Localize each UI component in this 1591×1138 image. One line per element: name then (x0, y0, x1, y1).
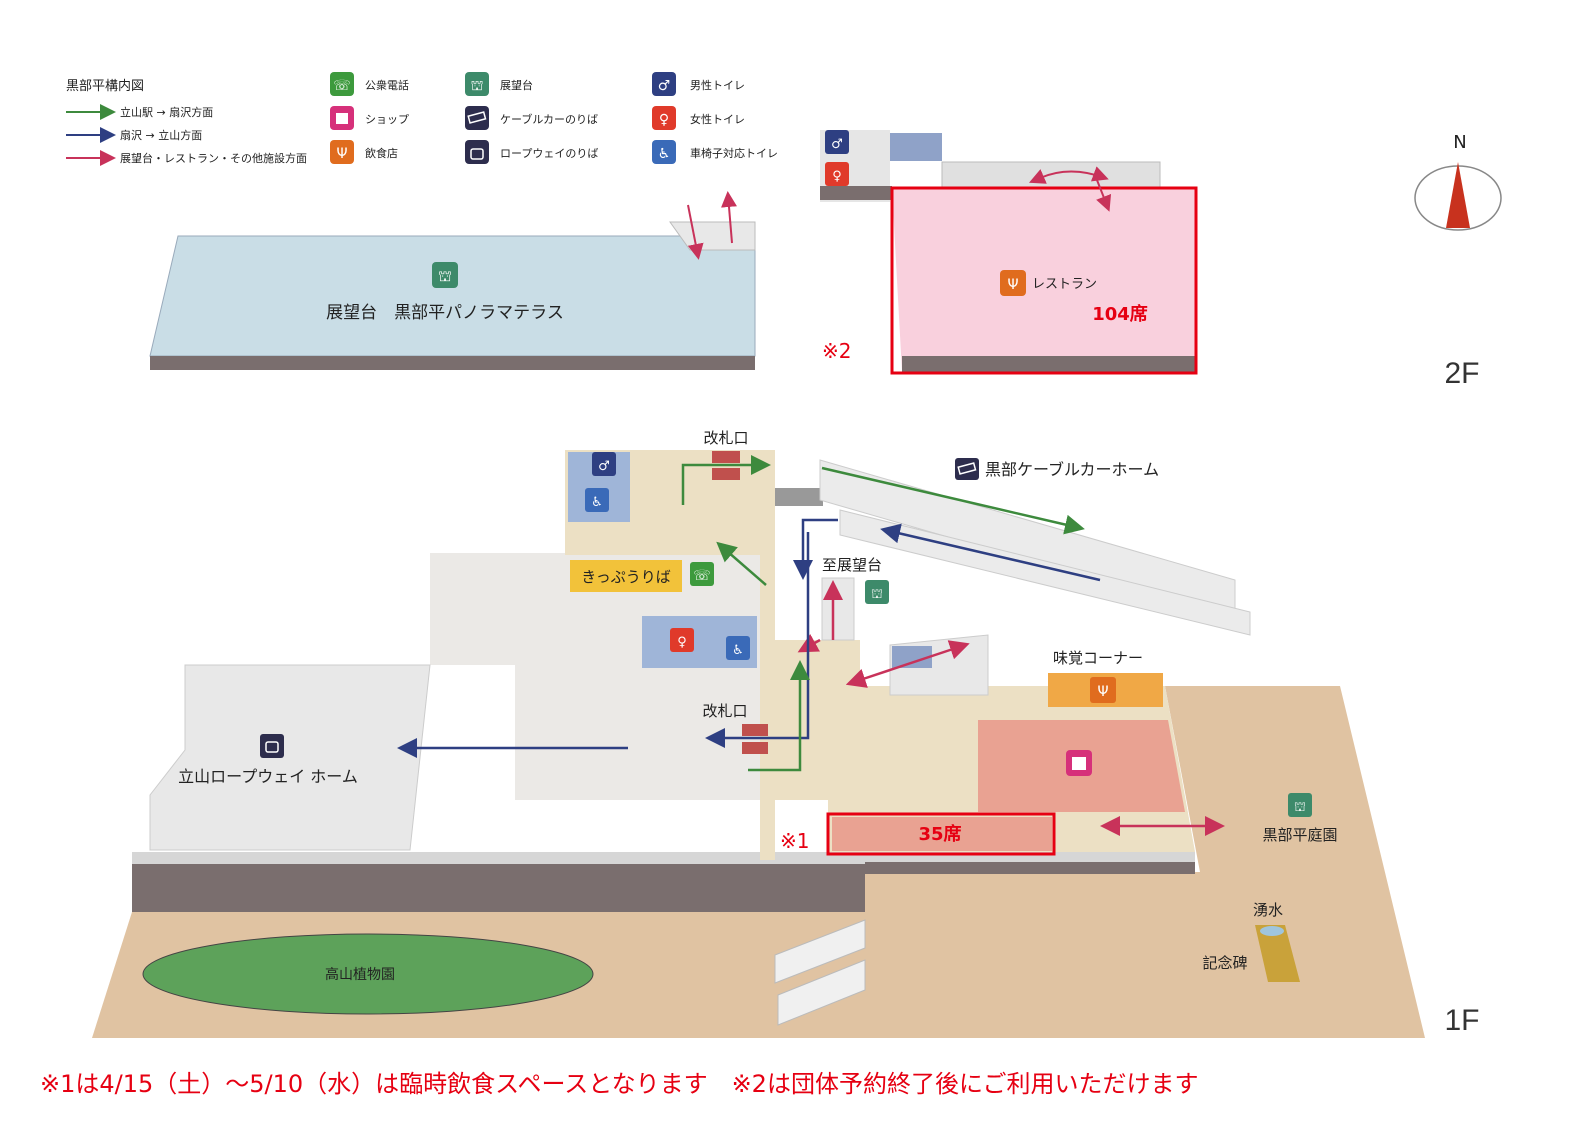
svg-text:⛫: ⛫ (1294, 800, 1306, 815)
legend-ropeway: ロープウェイのりば (500, 147, 598, 160)
ropeway-icon (260, 734, 284, 758)
female-toilet-icon (652, 106, 676, 130)
wheelchair-icon (652, 140, 676, 164)
cable-home-label: 黒部ケーブルカーホーム (985, 460, 1159, 479)
svg-text:♂: ♂ (598, 459, 610, 474)
botanical-label: 高山植物園 (325, 966, 395, 983)
observatory-icon (432, 262, 458, 288)
floor-2: ⛫ 展望台 黒部平パノラマテラス ♂ ♀ Ψ レストラン 104席 ※2 2F (149, 130, 1480, 390)
phone-icon (330, 72, 354, 96)
garden-label: 黒部平庭園 (1262, 826, 1337, 844)
svg-text:Ψ: Ψ (1007, 277, 1018, 293)
female-toilet-icon (825, 162, 849, 186)
svg-text:Ψ: Ψ (1097, 684, 1108, 700)
note-mark-2: ※2 (822, 339, 851, 363)
taste-corner-label: 味覚コーナー (1053, 649, 1143, 667)
ropeway-home-label: 立山ロープウェイ ホーム (178, 767, 358, 786)
male-toilet-icon (592, 452, 616, 476)
gate-top-label: 改札口 (703, 429, 748, 447)
male-toilet-icon (825, 130, 849, 154)
legend-phone: 公衆電話 (365, 78, 409, 92)
terrace-label: 展望台 黒部平パノラマテラス (326, 303, 564, 323)
svg-text:♿: ♿ (591, 495, 603, 510)
restaurant-label: レストラン (1032, 277, 1097, 292)
ropeway-icon (465, 140, 489, 164)
svg-text:⛫: ⛫ (871, 587, 883, 602)
svg-text:♿: ♿ (732, 643, 744, 658)
to-observatory-label: 至展望台 (822, 556, 882, 574)
legend: 黒部平構内図 立山駅 → 扇沢方面 扇沢 → 立山方面 展望台・レストラン・その… (66, 72, 778, 166)
legend-restaurant: 飲食店 (365, 146, 398, 160)
observatory-icon (1288, 793, 1312, 817)
legend-observatory: 展望台 (500, 78, 533, 92)
restaurant-2f (892, 188, 1195, 372)
svg-text:N: N (1453, 132, 1466, 153)
svg-text:♀: ♀ (832, 169, 842, 184)
svg-text:♀: ♀ (659, 112, 669, 128)
legend-male-toilet: 男性トイレ (690, 78, 745, 92)
compass: N (1414, 132, 1502, 231)
wheelchair-icon (726, 636, 750, 660)
restaurant-highlight-box (890, 186, 1198, 375)
floor-1: 高山植物園 立山ロープウェイ ホーム ♂ ♿ きっぷうりば ☏ ♀ ♿ (92, 429, 1480, 1038)
footnote: ※1は4/15（土）～5/10（水）は臨時飲食スペースとなります ※2は団体予約… (40, 1070, 1198, 1098)
temporary-dining-space (832, 817, 1052, 851)
floor-1-label: 1F (1444, 1004, 1479, 1037)
phone-icon (690, 562, 714, 586)
seats-highlight-box (826, 812, 1056, 856)
svg-text:♂: ♂ (831, 137, 843, 152)
floor-2-label: 2F (1444, 357, 1479, 390)
observatory-icon (865, 580, 889, 604)
gate-top (712, 451, 740, 463)
legend-route-3: 展望台・レストラン・その他施設方面 (120, 151, 307, 165)
svg-text:Ψ: Ψ (336, 146, 347, 162)
legend-cable: ケーブルカーのりば (500, 112, 598, 126)
legend-route-1: 立山駅 → 扇沢方面 (120, 105, 213, 119)
restaurant-seats: 104席 (1092, 303, 1148, 325)
gate-bottom (742, 724, 768, 736)
legend-female-toilet: 女性トイレ (690, 112, 745, 126)
female-toilet-icon (670, 628, 694, 652)
svg-text:☏: ☏ (333, 78, 351, 94)
dining-seats: 35席 (918, 823, 961, 845)
note-mark-1: ※1 (780, 829, 809, 853)
ticket-label: きっぷうりば (581, 568, 670, 586)
monument (1255, 925, 1300, 982)
ropeway-home (149, 664, 431, 851)
restaurant-icon (1090, 677, 1116, 703)
svg-text:⛫: ⛫ (438, 267, 452, 285)
compass-needle-icon (1446, 162, 1470, 228)
svg-text:♂: ♂ (658, 78, 671, 94)
male-toilet-icon (652, 72, 676, 96)
legend-title: 黒部平構内図 (66, 78, 144, 94)
observatory-icon (465, 72, 489, 96)
legend-wheelchair: 車椅子対応トイレ (690, 146, 778, 160)
panorama-terrace (149, 235, 756, 357)
monument-label: 記念碑 (1202, 954, 1247, 972)
legend-shop: ショップ (365, 113, 409, 126)
svg-text:♿: ♿ (658, 146, 671, 162)
gate-bottom-label: 改札口 (702, 702, 747, 720)
svg-text:☏: ☏ (693, 568, 711, 584)
restaurant-icon (1000, 270, 1026, 296)
alpine-botanical-garden (142, 933, 594, 1015)
svg-text:⛫: ⛫ (471, 78, 484, 94)
wheelchair-icon (585, 488, 609, 512)
svg-text:♀: ♀ (677, 635, 687, 650)
spring-label: 湧水 (1253, 901, 1283, 919)
restaurant-icon (330, 140, 354, 164)
legend-route-2: 扇沢 → 立山方面 (120, 128, 202, 142)
ticket-counter (570, 560, 682, 592)
